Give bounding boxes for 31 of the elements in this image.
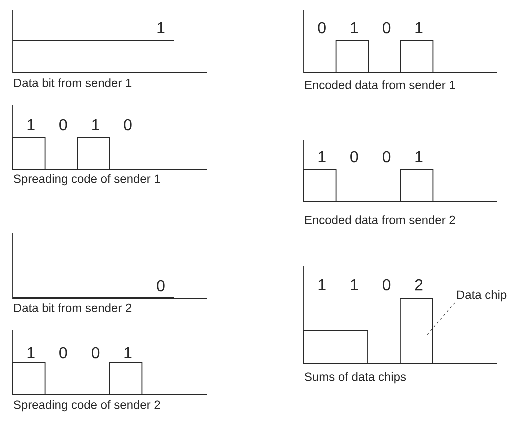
- chip-value: 1: [28, 348, 35, 358]
- chip-value: 1: [92, 120, 100, 130]
- chip-value: 0: [60, 119, 68, 131]
- chip-value: 0: [318, 22, 326, 34]
- waveform-caption: Spreading code of sender 1: [14, 174, 160, 186]
- leader-line: [425, 302, 456, 338]
- chip-value: 0: [382, 151, 391, 163]
- waveform-caption: Spreading code of sender 2: [14, 400, 160, 412]
- waveform-caption: Encoded data from sender 1: [305, 80, 456, 90]
- chip-value: 0: [124, 119, 132, 131]
- chip-value: 1: [416, 22, 423, 34]
- waveform-caption: Data bit from sender 2: [14, 304, 132, 312]
- chip-value: 0: [382, 22, 391, 34]
- chip-value: 1: [351, 280, 358, 290]
- chip-value: 1: [28, 120, 35, 130]
- chip-value: 0: [157, 280, 165, 292]
- chip-value: 1: [158, 22, 165, 34]
- chip-bar: [400, 298, 434, 364]
- waveform-caption: Data bit from sender 1: [14, 78, 132, 88]
- chip-value: 0: [382, 279, 391, 291]
- chip-value: 1: [318, 152, 326, 162]
- waveform-caption: Sums of data chips: [305, 372, 406, 384]
- chip-value: 0: [60, 347, 68, 359]
- chip-value: 0: [92, 347, 100, 359]
- chip-value: 1: [351, 22, 358, 34]
- waveform-caption: Encoded data from sender 2: [305, 216, 456, 224]
- chip-value: 1: [318, 280, 326, 290]
- callout-text: Data chip: [457, 290, 507, 302]
- chip-value: 1: [124, 348, 132, 358]
- chip-value: 1: [416, 152, 423, 162]
- chip-value: 0: [350, 151, 358, 163]
